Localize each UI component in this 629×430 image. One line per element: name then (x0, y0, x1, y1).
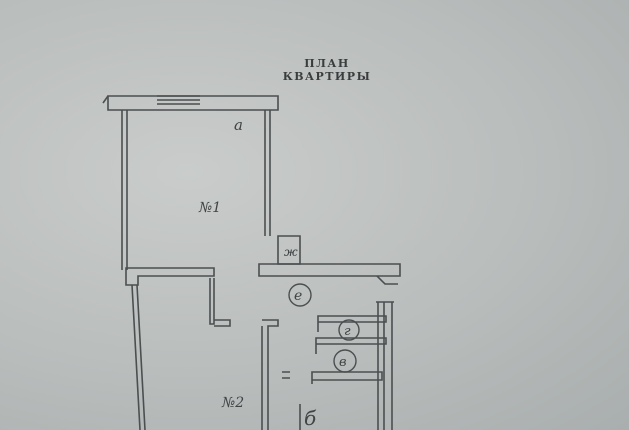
mark-v: в (339, 355, 347, 370)
mark-zh: ж (284, 245, 298, 259)
room1-label: №1 (198, 200, 221, 216)
room1-left-wall (121, 110, 128, 270)
room2-right-wall (261, 319, 279, 430)
right-wall (377, 302, 393, 430)
mark-v-circle (333, 349, 357, 373)
vent-shaft (277, 235, 301, 265)
plan-title: ПЛАН КВАРТИРЫ (282, 57, 372, 83)
mark-g-circle (338, 319, 360, 341)
door-jamb (209, 278, 231, 327)
closet-b (311, 371, 383, 384)
room2-label: №2 (221, 395, 244, 411)
mark-a: а (234, 116, 243, 134)
closet-v (315, 337, 387, 354)
room1-right-wall (264, 110, 271, 236)
room2-left-wall (131, 284, 146, 430)
mark-e-circle (288, 283, 312, 307)
partition-1-2 (125, 267, 215, 286)
closet-g (317, 315, 387, 332)
top-wall (107, 95, 279, 111)
mark-e: е (294, 288, 302, 304)
partition-right (258, 263, 401, 277)
mark-b: б (304, 406, 317, 430)
window (157, 95, 200, 105)
mark-g: г (344, 324, 351, 339)
